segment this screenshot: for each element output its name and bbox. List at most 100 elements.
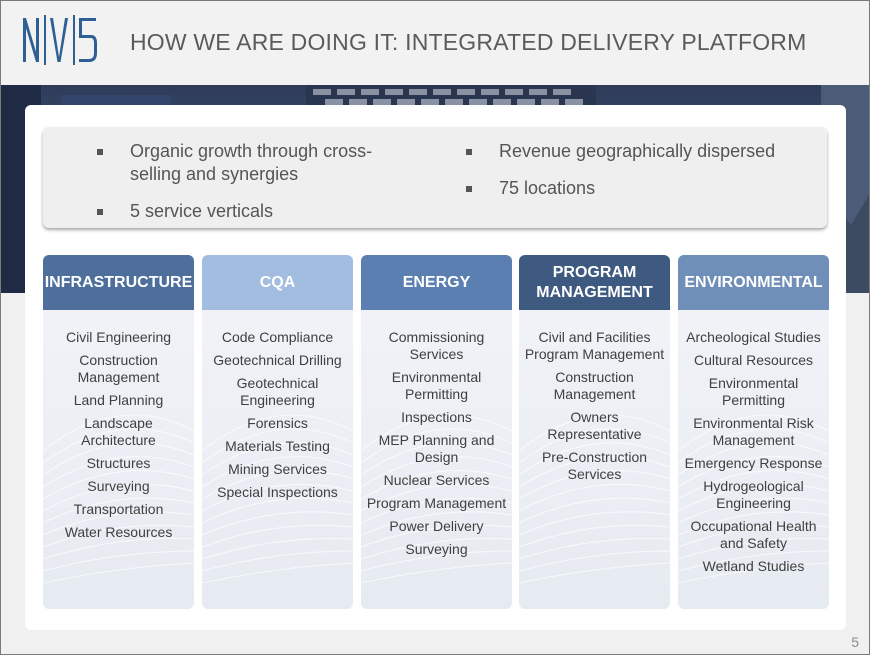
column-heading: CQA [202,255,353,310]
wave-line [519,442,670,476]
list-item: Environmental Permitting [391,369,482,402]
wave-line [519,524,670,548]
list-item: MEP Planning and Design [378,432,495,465]
wave-line [43,442,194,476]
list-item: Mining Services [228,461,327,477]
header: HOW WE ARE DOING IT: INTEGRATED DELIVERY… [1,1,869,85]
wave-pattern [361,414,512,584]
wave-line [678,470,829,500]
list-item: Materials Testing [225,438,330,454]
bullet-service-verticals: 5 service verticals [97,200,380,223]
wave-line [361,524,512,548]
wave-line [202,470,353,500]
wave-line [361,456,512,488]
wave-line [361,470,512,500]
wave-line [202,414,353,452]
wave-line [43,537,194,560]
list-item: Program Management [366,495,507,511]
wave-line [43,483,194,512]
bullets-box: Organic growth through cross-selling and… [43,127,827,228]
page-number: 5 [851,634,859,650]
wave-pattern [202,414,353,584]
list-item: Wetland Studies [702,558,805,574]
wave-line [519,562,670,584]
wave-line [678,537,829,560]
wave-line [519,414,670,452]
list-item: Surveying [405,541,468,557]
list-item: Land Planning [73,392,164,408]
list-item: Construction Management [77,352,160,385]
list-item: Emergency Response [684,455,823,471]
bullet-text: Revenue geographically dispersed [499,141,776,161]
wave-line [678,562,829,584]
list-item: Geotechnical Engineering [236,375,319,408]
wave-line [202,550,353,572]
wave-pattern [678,414,829,584]
column-heading: PROGRAM MANAGEMENT [519,255,670,310]
page-title: HOW WE ARE DOING IT: INTEGRATED DELIVERY… [130,29,807,55]
bullet-marker [97,209,103,215]
wave-line [519,537,670,560]
wave-line [43,456,194,488]
bullet-locations: 75 locations [466,177,819,200]
nv5-logo [23,15,97,65]
list-item: Cultural Resources [693,352,814,368]
wave-pattern [43,414,194,584]
content-panel: Organic growth through cross-selling and… [25,105,846,630]
wave-line [678,511,829,536]
list-item: Code Compliance [221,329,334,345]
column-program-management: PROGRAM MANAGEMENT Civil and Facilities … [519,255,670,609]
wave-line [361,483,512,512]
list-item: Hydrogeological Engineering [703,478,804,511]
list-item: Owners Representative [547,409,642,442]
wave-line [678,414,829,452]
list-item: Environmental Permitting [708,375,799,408]
wave-line [678,497,829,524]
list-item: Nuclear Services [383,472,490,488]
wave-line [202,511,353,536]
wave-line [202,442,353,476]
bullet-text: 5 service verticals [130,201,274,221]
wave-line [678,442,829,476]
list-item: Archeological Studies [686,329,821,345]
bullet-revenue: Revenue geographically dispersed [466,140,819,163]
column-environmental: ENVIRONMENTAL Archeological Studies Cult… [678,255,829,609]
wave-line [361,562,512,584]
wave-line [678,456,829,488]
wave-line [361,497,512,524]
bullet-marker [466,186,472,192]
bullet-text: 75 locations [499,178,596,198]
wave-pattern [519,414,670,584]
column-cqa: CQA Code Compliance Geotechnical Drillin… [202,255,353,609]
wave-line [202,497,353,524]
column-items: Civil Engineering Construction Managemen… [43,329,194,547]
wave-line [361,550,512,572]
list-item: Landscape Architecture [81,415,156,448]
wave-line [43,524,194,548]
column-items: Code Compliance Geotechnical Drilling Ge… [202,329,353,507]
bullet-marker [97,149,103,155]
wave-line [519,428,670,464]
wave-line [678,524,829,548]
wave-line [43,470,194,500]
wave-line [43,497,194,524]
column-infrastructure: INFRASTRUCTURE Civil Engineering Constru… [43,255,194,609]
list-item: Water Resources [64,524,173,540]
wave-line [519,470,670,500]
list-item: Civil Engineering [65,329,172,345]
list-item: Commissioning Services [388,329,485,362]
wave-line [202,562,353,584]
list-item: Construction Management [553,369,636,402]
wave-line [519,456,670,488]
column-items: Archeological Studies Cultural Resources… [678,329,829,581]
list-item: Special Inspections [217,484,338,500]
list-item: Forensics [247,415,308,431]
column-heading: ENVIRONMENTAL [678,255,829,310]
list-item: Inspections [401,409,472,425]
wave-line [43,414,194,452]
wave-line [361,442,512,476]
wave-line [43,511,194,536]
wave-line [519,550,670,572]
column-heading: ENERGY [361,255,512,310]
